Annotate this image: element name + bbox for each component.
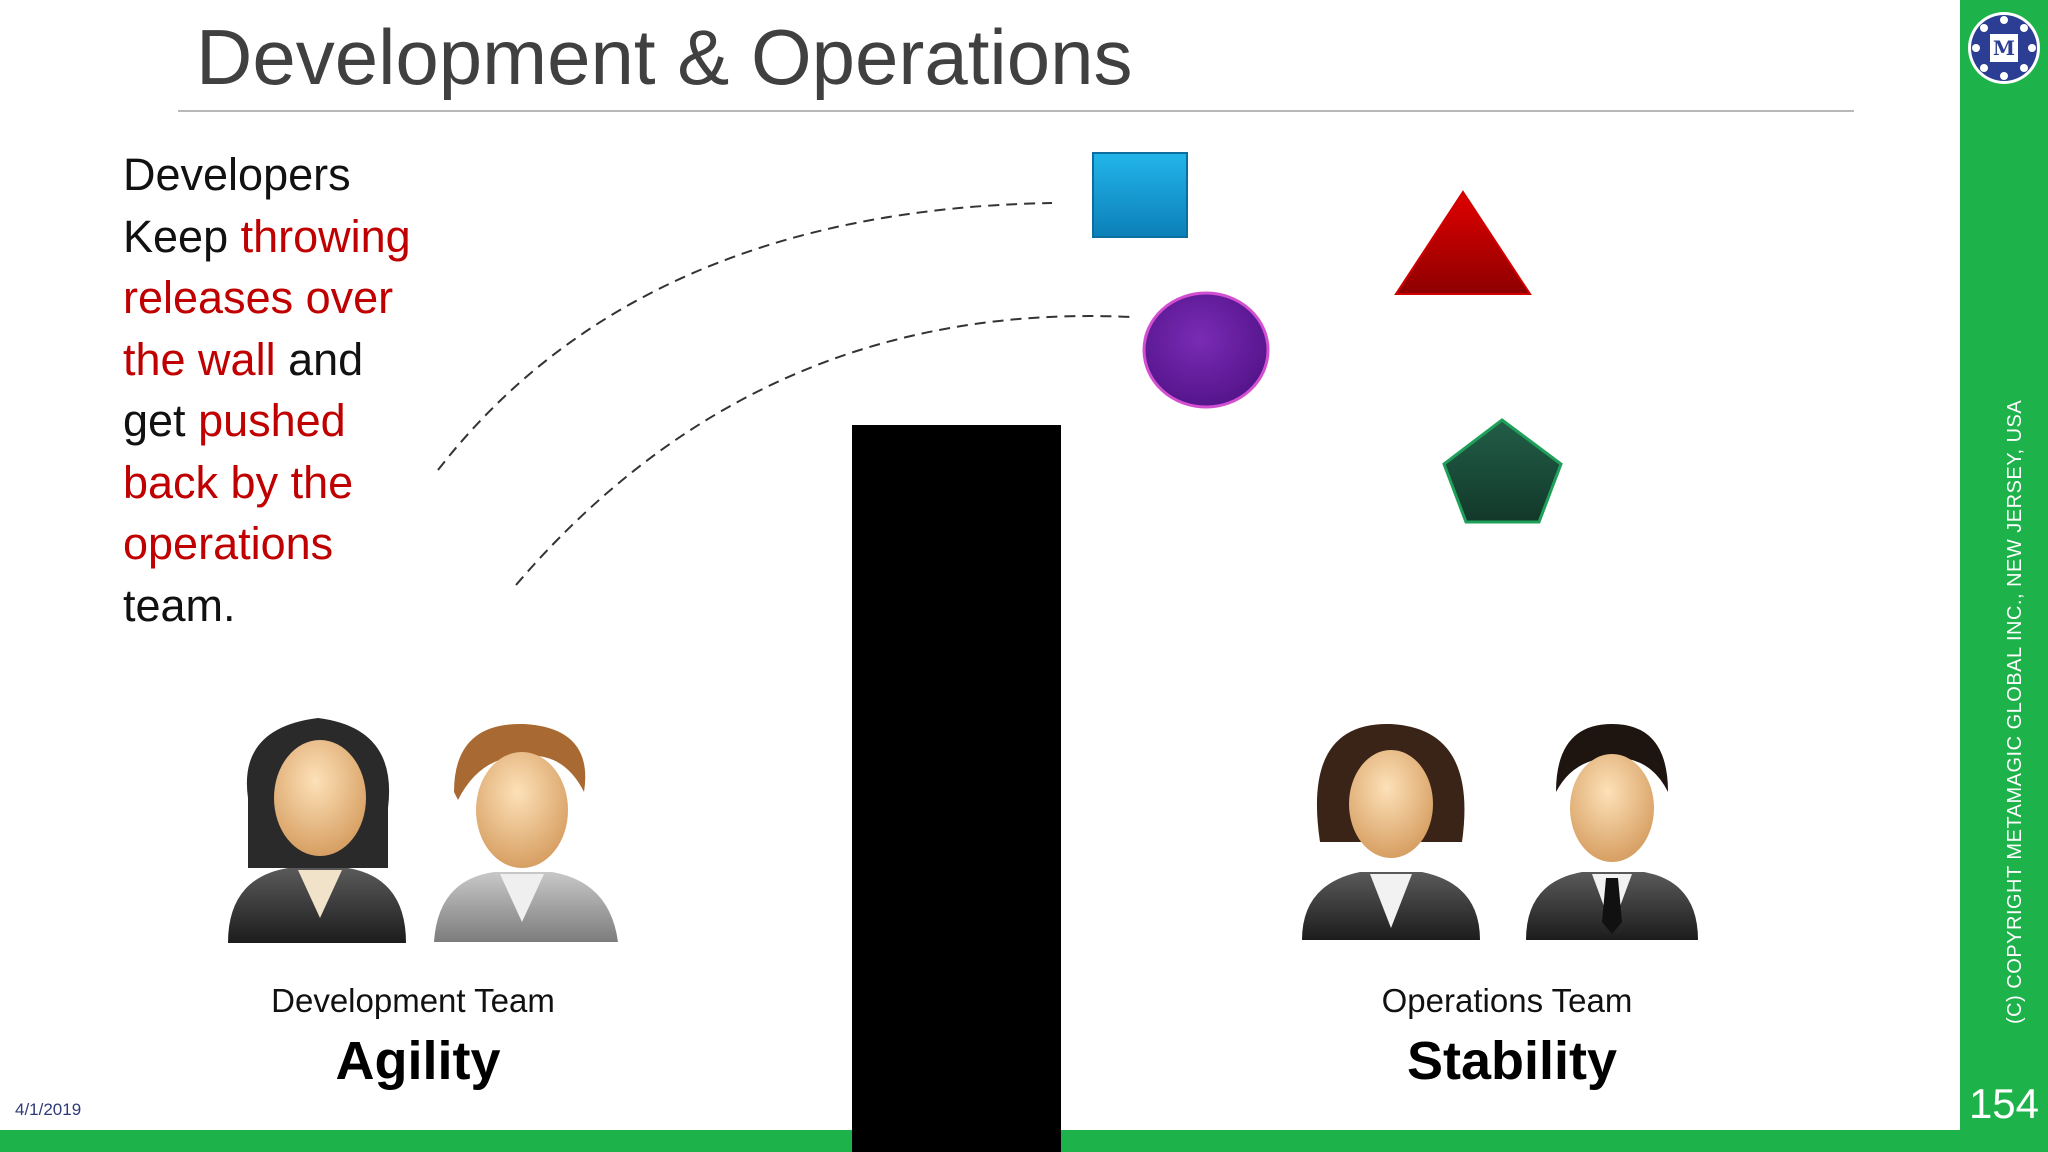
- square-shape-icon: [1092, 152, 1188, 238]
- text-line: team.: [123, 575, 463, 637]
- wall-barrier: [852, 425, 1061, 1152]
- slide-number: 154: [1968, 1080, 2040, 1127]
- highlight-fragment: operations: [123, 518, 334, 569]
- dev-team-value: Agility: [335, 1031, 501, 1091]
- text-line: Keep throwing: [123, 206, 463, 268]
- person-icon: [434, 723, 618, 942]
- title-divider: [178, 110, 1854, 112]
- text-line: releases over: [123, 267, 463, 329]
- highlight-fragment: pushed: [198, 395, 346, 446]
- text-fragment: Keep: [123, 210, 241, 262]
- text-fragment: and: [275, 333, 364, 385]
- person-icon: [228, 718, 406, 943]
- circle-shape-icon: [1142, 291, 1270, 409]
- highlight-fragment: the wall: [123, 333, 276, 385]
- slide-date: 4/1/2019: [15, 1100, 82, 1119]
- text-line: operations: [123, 513, 463, 575]
- highlight-fragment: releases over: [123, 272, 394, 323]
- throw-arc-lower: [515, 315, 1132, 586]
- text-fragment: get: [123, 395, 199, 446]
- text-line: back by the: [123, 452, 463, 514]
- logo-icon: M: [1968, 12, 2040, 84]
- text-line: Developers: [123, 144, 463, 206]
- ops-team-label: Operations Team: [1381, 982, 1633, 1019]
- right-accent-bar: [1960, 0, 2048, 1152]
- highlight-fragment: throwing: [240, 210, 411, 262]
- page-title: Development & Operations: [196, 13, 1133, 101]
- highlight-fragment: back by the: [123, 456, 354, 508]
- description-text: Developers Keep throwing releases over t…: [123, 144, 463, 636]
- triangle-shape-icon: [1394, 190, 1532, 295]
- logo-letter: M: [1993, 36, 2015, 60]
- ops-team-value: Stability: [1406, 1031, 1618, 1091]
- pentagon-shape-icon: [1442, 418, 1563, 524]
- throw-arc-upper: [437, 202, 1053, 471]
- text-fragment: team.: [123, 579, 236, 631]
- text-line: get pushed: [123, 390, 463, 452]
- person-icon: [1526, 724, 1698, 940]
- text-line: the wall and: [123, 329, 463, 391]
- text-fragment: Developers: [123, 149, 351, 200]
- dev-team-label: Development Team: [271, 982, 555, 1019]
- person-icon: [1302, 723, 1480, 940]
